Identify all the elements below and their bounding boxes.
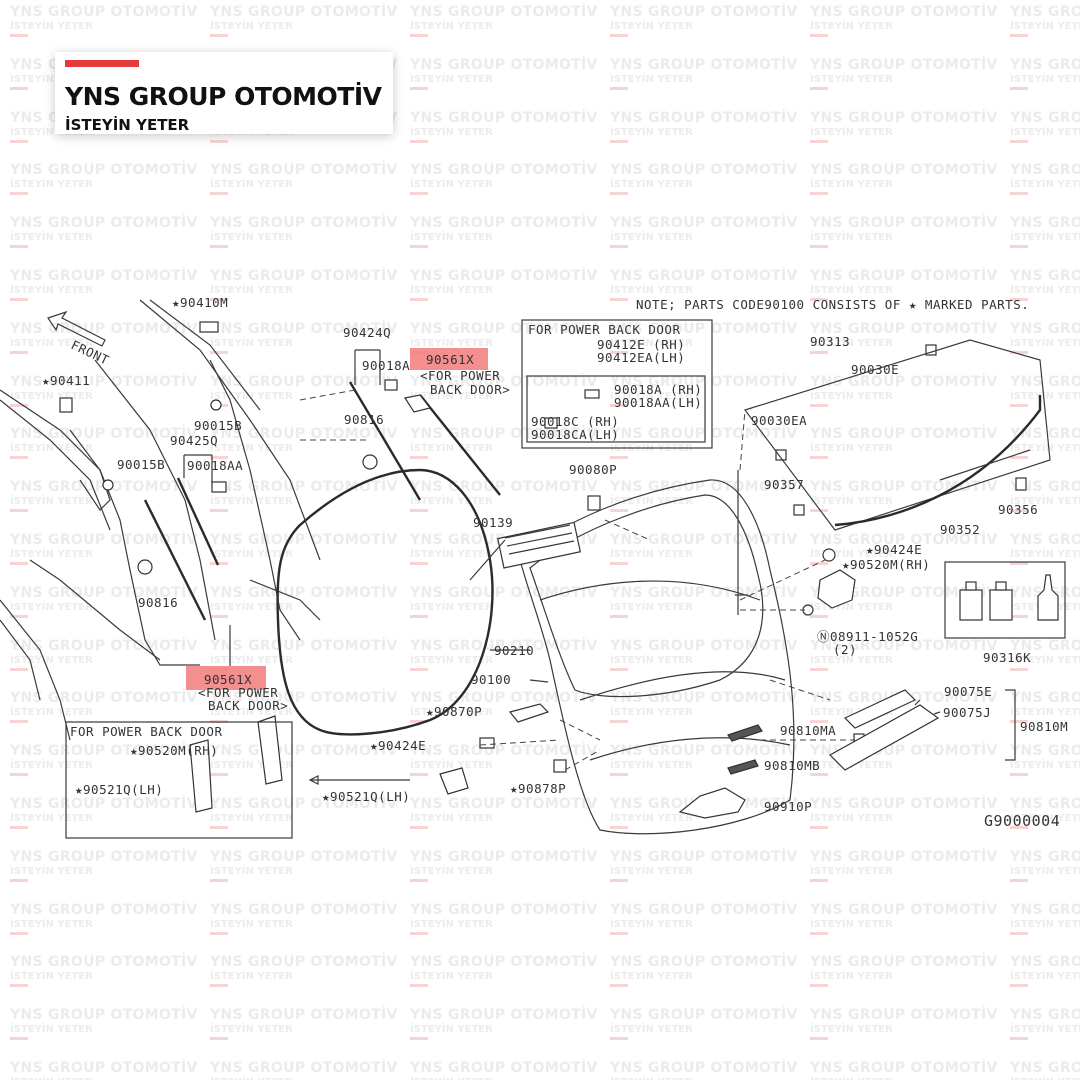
label-90561x-top: 90561X	[426, 352, 474, 367]
label-90425q: 90425Q	[170, 433, 218, 448]
figure-code: G9000004	[984, 812, 1060, 830]
label-90810ma: 90810MA	[780, 723, 836, 738]
label-90015b-b: 90015B	[117, 457, 165, 472]
box-power-top-inner	[526, 375, 706, 443]
label-90424e-b: ★90424E	[370, 738, 426, 753]
label-90810m: 90810M	[1020, 719, 1068, 734]
label-90410m: ★90410M	[172, 295, 228, 310]
weatherstrip-90210	[276, 468, 494, 736]
label-90561x-bottom-sub2: BACK DOOR>	[208, 698, 288, 713]
car-body-outline	[0, 299, 321, 741]
label-90424e-a: ★90424E	[866, 542, 922, 557]
label-90561x-bottom-sub1: <FOR POWER	[198, 685, 278, 700]
label-90816-b: 90816	[138, 595, 178, 610]
brand-card: YNS GROUP OTOMOTİV İSTEYİN YETER	[55, 52, 393, 134]
label-90520m: ★90520M(RH)	[842, 557, 930, 572]
gas-struts	[143, 349, 501, 621]
misc-parts	[189, 394, 940, 819]
box-bottom-title: FOR POWER BACK DOOR	[70, 724, 223, 739]
label-90561x-bottom: 90561X	[204, 672, 252, 687]
brand-accent-bar	[65, 60, 139, 67]
diagram-labels: NOTE; PARTS CODE90100 CONSISTS OF ★ MARK…	[42, 295, 1068, 830]
box-power-bottom	[65, 721, 293, 839]
label-90870p: ★90870P	[426, 704, 482, 719]
back-door-90100	[497, 479, 795, 835]
label-90316k: 90316K	[983, 650, 1031, 665]
label-90352: 90352	[940, 522, 980, 537]
label-90018aa: 90018AA	[187, 458, 243, 473]
box-top-l4: 90018AA(LH)	[614, 395, 702, 410]
label-90411: ★90411	[42, 373, 90, 388]
box-top-l6: 90018CA(LH)	[531, 427, 619, 442]
label-90313: 90313	[810, 334, 850, 349]
box-bottom-l2: ★90521Q(LH)	[75, 782, 163, 797]
label-90075e: 90075E	[944, 684, 992, 699]
label-90424q: 90424Q	[343, 325, 391, 340]
highlight-90561x-top	[410, 348, 488, 370]
label-90100: 90100	[471, 672, 511, 687]
label-90878p: ★90878P	[510, 781, 566, 796]
clips	[59, 321, 1027, 773]
label-90356: 90356	[998, 502, 1038, 517]
box-top-l2: 90412EA(LH)	[597, 350, 685, 365]
rear-glass-90313	[744, 339, 1051, 531]
label-90030ea: 90030EA	[751, 413, 807, 428]
box-top-l5: 90018C (RH)	[531, 414, 619, 429]
box-top-title: FOR POWER BACK DOOR	[528, 322, 681, 337]
note-text: NOTE; PARTS CODE90100 CONSISTS OF ★ MARK…	[636, 297, 1029, 312]
label-90030e: 90030E	[851, 362, 899, 377]
label-90139: 90139	[473, 515, 513, 530]
label-08911: Ⓝ08911-1052G	[817, 629, 918, 644]
front-arrow: FRONT	[47, 310, 112, 368]
label-90810mb: 90810MB	[764, 758, 820, 773]
box-top-l3: 90018A (RH)	[614, 382, 702, 397]
label-90075j: 90075J	[943, 705, 991, 720]
label-90561x-top-sub1: <FOR POWER	[420, 368, 500, 383]
label-90910p: 90910P	[764, 799, 812, 814]
label-90080p: 90080P	[569, 462, 617, 477]
repair-kit-90316k	[944, 561, 1066, 639]
label-08911-qty: (2)	[833, 642, 857, 657]
brand-slogan: İSTEYİN YETER	[65, 116, 190, 134]
leader-lines	[229, 389, 1016, 785]
box-power-top	[521, 319, 713, 449]
front-label: FRONT	[69, 337, 112, 368]
box-bottom-l1: ★90520M(RH)	[130, 743, 218, 758]
label-90210: 90210	[494, 643, 534, 658]
box-top-l1: 90412E (RH)	[597, 337, 685, 352]
label-90357: 90357	[764, 477, 804, 492]
label-90015b-a: 90015B	[194, 418, 242, 433]
highlight-90561x-bottom	[186, 666, 266, 690]
label-90521q: ★90521Q(LH)	[322, 789, 410, 804]
label-90018a: 90018A	[362, 358, 410, 373]
label-90561x-top-sub2: BACK DOOR>	[430, 382, 510, 397]
brand-name: YNS GROUP OTOMOTİV	[65, 82, 382, 111]
label-90816-a: 90816	[344, 412, 384, 427]
